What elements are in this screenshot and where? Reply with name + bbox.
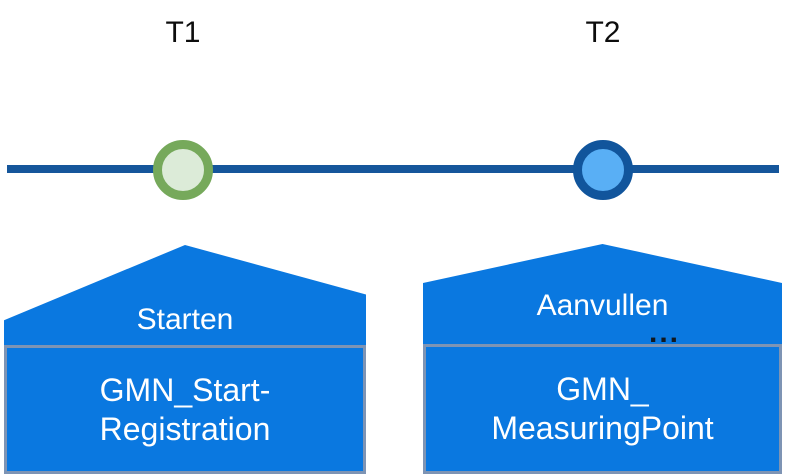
milestone-marker-t1[interactable]: [153, 140, 213, 200]
node-action-label-measure: Aanvullen: [536, 289, 669, 322]
process-node-start-registration[interactable]: Starten GMN_Start- Registration: [4, 245, 366, 474]
node-entity-label-measure: GMN_ MeasuringPoint: [491, 371, 714, 446]
process-node-measuring-point[interactable]: Aanvullen ... GMN_ MeasuringPoint: [423, 244, 782, 474]
node-entity-label-start: GMN_Start- Registration: [99, 371, 271, 447]
milestone-marker-t2[interactable]: [573, 140, 633, 200]
node-body-start[interactable]: GMN_Start- Registration: [4, 345, 366, 474]
ellipsis-icon: ...: [649, 316, 681, 349]
milestone-label-t1: T1: [165, 16, 201, 49]
timeline-axis: [7, 165, 779, 173]
milestone-label-t2: T2: [585, 16, 621, 49]
node-body-measure[interactable]: GMN_ MeasuringPoint: [423, 344, 782, 474]
node-action-label-start: Starten: [136, 303, 234, 336]
